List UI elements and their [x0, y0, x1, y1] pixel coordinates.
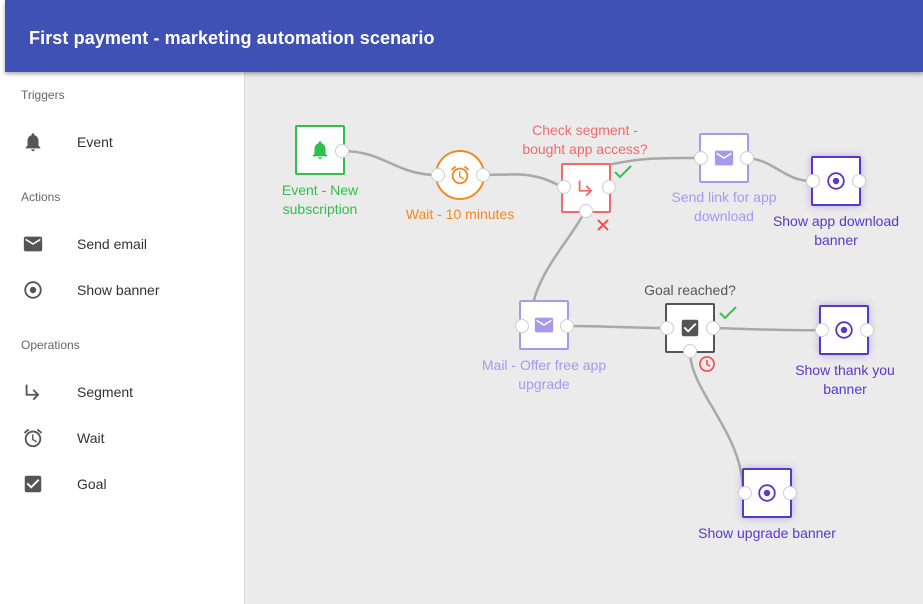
sidebar-item-label: Event — [77, 134, 113, 150]
wire-send-link-to-app-banner — [746, 156, 814, 183]
output-port[interactable] — [860, 323, 874, 337]
node-label-event: Event - New subscription — [281, 182, 359, 217]
node-label-upgrade-banner: Show upgrade banner — [698, 525, 836, 541]
output-port[interactable] — [476, 168, 490, 182]
success-check-icon — [614, 165, 632, 179]
subdirectory-arrow-icon — [578, 180, 593, 197]
node-label-mail-offer: Mail - Offer free app upgrade — [481, 357, 607, 392]
wire-segment-to-send-link — [607, 156, 701, 167]
sidebar-item-label: Goal — [77, 476, 107, 492]
bell-icon — [312, 141, 328, 160]
input-port[interactable] — [660, 321, 674, 335]
mail-icon — [714, 150, 734, 166]
output-port-reached[interactable] — [706, 321, 720, 335]
node-label-send-link: Send link for app download — [671, 189, 777, 224]
sidebar-item-event[interactable]: Event — [0, 122, 244, 162]
input-port[interactable] — [815, 323, 829, 337]
failure-cross-icon — [597, 219, 609, 231]
sidebar-item-goal[interactable]: Goal — [0, 464, 244, 504]
mail-icon — [23, 236, 43, 252]
output-port[interactable] — [740, 151, 754, 165]
output-port-no[interactable] — [579, 204, 593, 218]
wire-event-to-wait — [341, 149, 439, 177]
input-port[interactable] — [431, 168, 445, 182]
sidebar-item-label: Show banner — [77, 282, 160, 298]
input-port[interactable] — [738, 486, 752, 500]
radio-target-icon — [24, 281, 42, 299]
node-label-thank-banner: Show thank you banner — [795, 362, 895, 397]
alarm-clock-icon — [450, 165, 470, 185]
input-port[interactable] — [557, 180, 571, 194]
section-title-actions: Actions — [21, 190, 61, 204]
sidebar-item-wait[interactable]: Wait — [0, 418, 244, 458]
success-check-icon — [719, 306, 737, 320]
output-port-timeout[interactable] — [683, 344, 697, 358]
output-port-yes[interactable] — [602, 180, 616, 194]
wire-goal-to-upgrade-banner — [688, 350, 745, 493]
bell-icon — [25, 133, 41, 152]
subdirectory-arrow-icon — [25, 384, 40, 401]
input-port[interactable] — [515, 319, 529, 333]
node-label-goal: Goal reached? — [644, 282, 736, 298]
sidebar-item-segment[interactable]: Segment — [0, 372, 244, 412]
app-header: First payment - marketing automation sce… — [5, 0, 923, 72]
sidebar-item-show-banner[interactable]: Show banner — [0, 270, 244, 310]
flow-canvas[interactable]: Event - New subscription Wait - 10 minut… — [245, 72, 923, 604]
mail-icon — [534, 317, 554, 333]
output-port[interactable] — [783, 486, 797, 500]
output-port[interactable] — [560, 319, 574, 333]
checkbox-icon — [681, 319, 699, 337]
radio-target-icon — [835, 321, 853, 339]
sidebar-item-label: Send email — [77, 236, 148, 252]
radio-target-icon — [827, 172, 845, 190]
checkbox-icon — [24, 475, 42, 493]
page-title: First payment - marketing automation sce… — [29, 28, 435, 48]
sidebar-item-label: Segment — [77, 384, 134, 400]
wire-wait-to-segment — [482, 173, 566, 191]
timeout-clock-icon — [699, 356, 715, 372]
section-title-operations: Operations — [21, 338, 80, 352]
wire-goal-to-thank-banner — [711, 326, 824, 332]
input-port[interactable] — [806, 174, 820, 188]
sidebar-item-send-email[interactable]: Send email — [0, 224, 244, 264]
output-port[interactable] — [852, 174, 866, 188]
output-port[interactable] — [335, 144, 349, 158]
alarm-clock-icon — [23, 428, 43, 448]
sidebar: Triggers Event Actions Send email Show b… — [0, 72, 245, 604]
node-label-app-banner: Show app download banner — [772, 213, 900, 248]
radio-target-icon — [758, 484, 776, 502]
sidebar-item-label: Wait — [77, 430, 105, 446]
input-port[interactable] — [694, 151, 708, 165]
section-title-triggers: Triggers — [21, 88, 65, 102]
node-label-wait: Wait - 10 minutes — [405, 206, 515, 222]
node-label-segment: Check segment - bought app access? — [522, 122, 648, 157]
wire-mail-offer-to-goal — [566, 324, 666, 330]
